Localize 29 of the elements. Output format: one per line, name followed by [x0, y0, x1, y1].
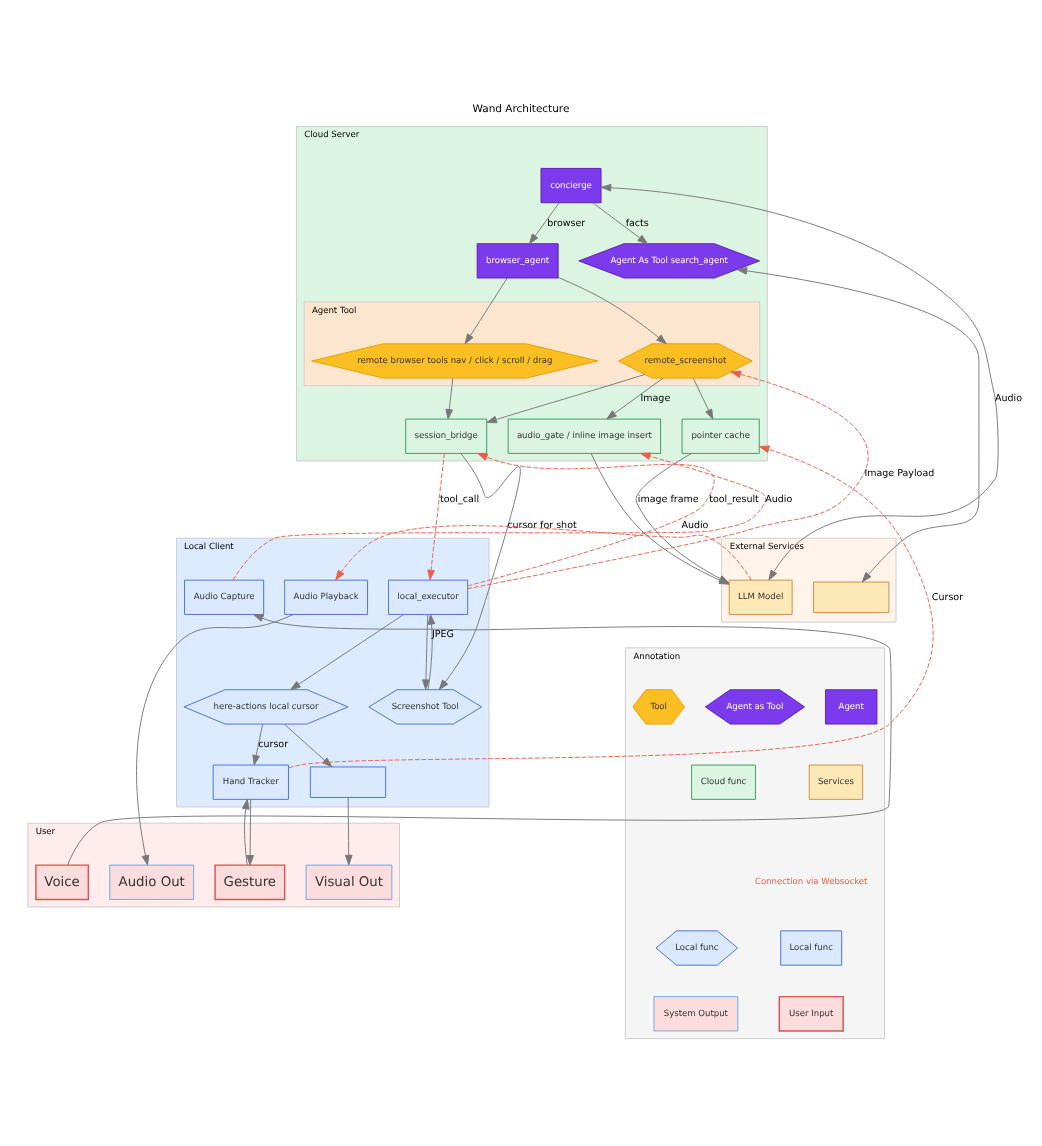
- arrow: [422, 614, 430, 690]
- arrow: [283, 723, 333, 768]
- arrow: [592, 202, 648, 245]
- arrow: [335, 525, 752, 581]
- arrow: [67, 614, 892, 866]
- node-box: [309, 766, 387, 798]
- arrow: [136, 614, 294, 866]
- arrow: [557, 276, 667, 345]
- arrow: [467, 370, 869, 590]
- arrow: [344, 797, 353, 866]
- arrow: [427, 453, 445, 581]
- arrow: [467, 452, 714, 587]
- arrow: [486, 374, 646, 424]
- arrow: [246, 798, 254, 866]
- arrow: [606, 377, 664, 420]
- arrow: [600, 183, 999, 581]
- arrow: [438, 453, 521, 691]
- node-box: [813, 581, 890, 614]
- arrow: [529, 202, 560, 245]
- arrow: [242, 798, 250, 866]
- arrow: [464, 277, 508, 345]
- arrow: [290, 614, 404, 691]
- arrow: [252, 723, 264, 766]
- arrow: [692, 377, 714, 420]
- arrow: [427, 614, 436, 691]
- arrow: [736, 267, 980, 583]
- arrow: [232, 452, 766, 581]
- arrow: [445, 377, 454, 420]
- arrow: [288, 445, 934, 769]
